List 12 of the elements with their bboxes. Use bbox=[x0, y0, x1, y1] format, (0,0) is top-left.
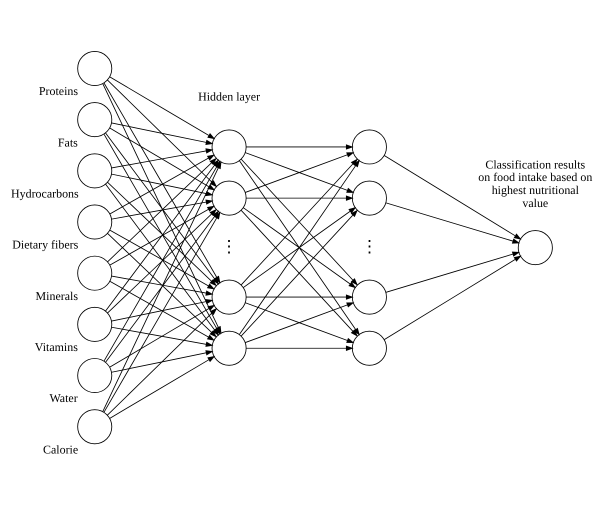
node-label: Classification results on food intake based on highest nutritional value bbox=[478, 157, 592, 210]
node-label: Hydrocarbons bbox=[11, 186, 79, 200]
node-label: Dietary fibers bbox=[12, 238, 78, 252]
label: ⋮ bbox=[360, 236, 378, 256]
node-label: Water bbox=[50, 391, 78, 406]
label: Hidden layer bbox=[198, 90, 260, 104]
node-label: Minerals bbox=[36, 288, 78, 303]
label: ⋮ bbox=[220, 236, 238, 256]
node-label: Vitamins bbox=[34, 340, 78, 354]
node-label: Calorie bbox=[43, 442, 78, 456]
node-label: Fats bbox=[58, 135, 78, 150]
node-label: Proteins bbox=[38, 84, 78, 98]
